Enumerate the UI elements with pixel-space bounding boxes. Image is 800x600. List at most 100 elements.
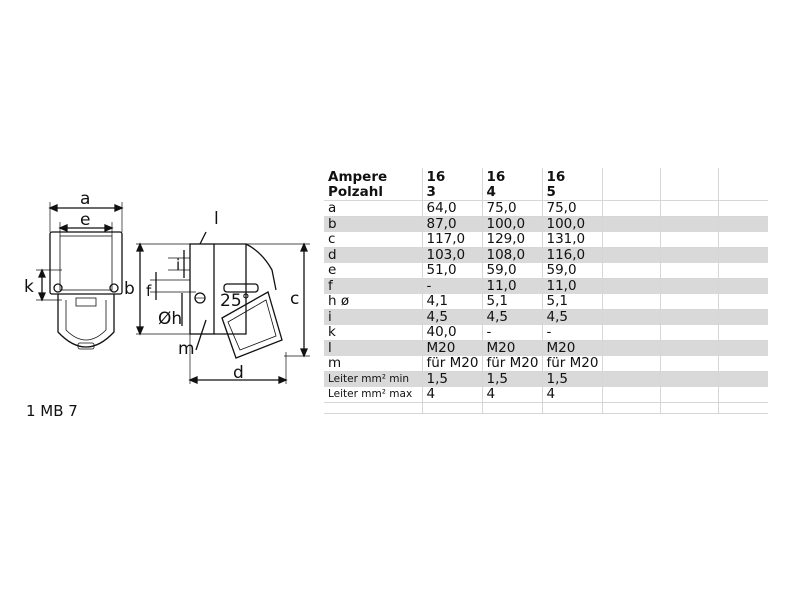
empty-cell — [717, 309, 768, 325]
row-value: 5,1 — [541, 294, 602, 310]
dim-label-d: d — [233, 363, 244, 383]
empty-cell — [659, 402, 718, 414]
side-view — [136, 231, 310, 384]
row-label: Leiter mm² max — [324, 387, 422, 403]
empty-cell — [601, 387, 660, 403]
row-value: 4,5 — [481, 309, 542, 325]
dim-label-c: c — [290, 289, 299, 309]
empty-cell — [601, 168, 660, 201]
empty-cell — [717, 247, 768, 263]
row-value: 64,0 — [421, 200, 482, 217]
row-label: i — [324, 309, 422, 325]
row-value: 11,0 — [481, 278, 542, 294]
row-label: e — [324, 263, 422, 279]
header-ampere: Ampere — [328, 169, 388, 185]
empty-cell — [717, 325, 768, 341]
empty-cell — [601, 325, 660, 341]
row-value: 4 — [541, 387, 602, 403]
row-label: l — [324, 340, 422, 356]
empty-cell — [601, 402, 660, 414]
row-label: d — [324, 247, 422, 263]
dimension-drawing: a e k b i f Øh 25° m d l c — [24, 189, 310, 384]
header-poles-value: 4 — [486, 184, 496, 200]
row-label: m — [324, 356, 422, 372]
empty-cell — [659, 309, 718, 325]
dim-label-m: m — [178, 339, 195, 359]
empty-cell — [421, 402, 482, 414]
empty-cell — [481, 402, 542, 414]
empty-cell — [601, 356, 660, 372]
row-value: 59,0 — [541, 263, 602, 279]
dim-label-angle: 25° — [220, 291, 250, 311]
row-value: 4,5 — [541, 309, 602, 325]
row-value: 4 — [421, 387, 482, 403]
row-value: 100,0 — [481, 216, 542, 232]
row-value: 131,0 — [541, 232, 602, 248]
row-value: 4 — [481, 387, 542, 403]
row-label: c — [324, 232, 422, 248]
header-poles-value: 5 — [546, 184, 556, 200]
row-value: 108,0 — [481, 247, 542, 263]
empty-cell — [659, 247, 718, 263]
empty-cell — [717, 263, 768, 279]
header-ampere-value: 16 — [426, 169, 446, 185]
empty-cell — [659, 340, 718, 356]
front-view — [36, 202, 124, 350]
empty-cell — [659, 200, 718, 217]
row-value: 75,0 — [481, 200, 542, 217]
empty-cell — [659, 325, 718, 341]
empty-cell — [659, 168, 718, 201]
dim-label-f: f — [146, 282, 152, 300]
empty-cell — [717, 278, 768, 294]
header-poles-value: 3 — [426, 184, 436, 200]
row-value: 51,0 — [421, 263, 482, 279]
empty-cell — [601, 216, 660, 232]
empty-cell — [659, 232, 718, 248]
row-value: 103,0 — [421, 247, 482, 263]
empty-cell — [659, 294, 718, 310]
row-value: 1,5 — [421, 371, 482, 387]
empty-cell — [717, 232, 768, 248]
row-value: 59,0 — [481, 263, 542, 279]
header-ampere-value: 16 — [486, 169, 506, 185]
row-label: f — [324, 278, 422, 294]
row-value: 5,1 — [481, 294, 542, 310]
empty-cell — [717, 200, 768, 217]
empty-cell — [601, 371, 660, 387]
empty-cell — [717, 402, 768, 414]
row-value: - — [481, 325, 542, 341]
row-value: 87,0 — [421, 216, 482, 232]
row-value: 1,5 — [481, 371, 542, 387]
dim-label-k: k — [24, 277, 34, 297]
empty-cell — [717, 371, 768, 387]
dim-label-l: l — [214, 209, 219, 229]
row-value: 129,0 — [481, 232, 542, 248]
empty-cell — [601, 247, 660, 263]
empty-cell — [601, 200, 660, 217]
row-value: - — [541, 325, 602, 341]
row-label: Leiter mm² min — [324, 371, 422, 387]
empty-cell — [601, 309, 660, 325]
row-value: 100,0 — [541, 216, 602, 232]
model-code: 1 MB 7 — [26, 402, 78, 420]
empty-cell — [324, 402, 422, 414]
row-value: 1,5 — [541, 371, 602, 387]
row-label: b — [324, 216, 422, 232]
